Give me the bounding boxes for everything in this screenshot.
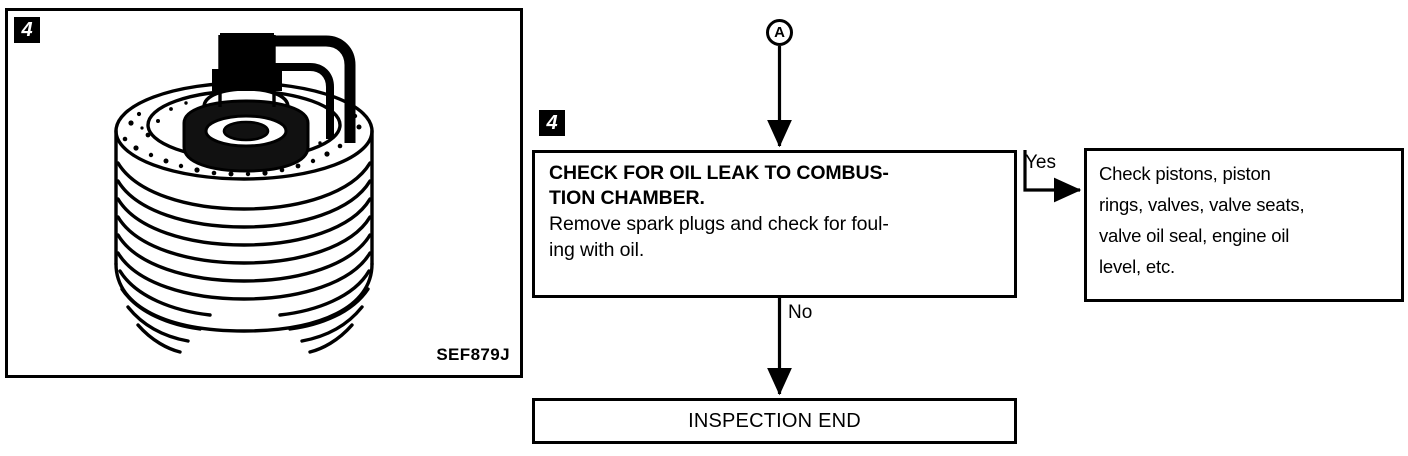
yes-result-line-2: rings, valves, valve seats, xyxy=(1099,194,1305,215)
decision-body-line-2: ing with oil. xyxy=(549,239,645,261)
branch-label-no: No xyxy=(788,302,813,323)
yes-result-line-1: Check pistons, piston xyxy=(1099,163,1271,184)
decision-heading-line-1: CHECK FOR OIL LEAK TO COMBUS- xyxy=(549,162,889,184)
flowchart: A 4 Yes No CHECK FOR OIL LEAK TO COMBUS-… xyxy=(523,0,1408,456)
thread-turns xyxy=(116,161,372,354)
inspection-end-label: INSPECTION END xyxy=(688,409,861,432)
center-electrode xyxy=(182,87,310,173)
yes-result-line-3: valve oil seal, engine oil xyxy=(1099,225,1290,246)
decision-heading-line-2: TION CHAMBER. xyxy=(549,187,705,209)
spark-plug-icon xyxy=(114,33,374,354)
flow-step-badge: 4 xyxy=(539,110,565,136)
illustration-step-badge: 4 xyxy=(14,17,40,43)
decision-body-line-1: Remove spark plugs and check for foul- xyxy=(549,213,889,235)
branch-label-yes: Yes xyxy=(1025,152,1056,173)
flow-connector-a-icon: A xyxy=(766,19,793,46)
yes-result-box: Check pistons, piston rings, valves, val… xyxy=(1084,148,1404,302)
illustration-panel: 4 xyxy=(5,8,523,378)
figure-code-label: SEF879J xyxy=(436,345,510,364)
yes-result-line-4: level, etc. xyxy=(1099,256,1175,277)
ground-electrode-strap xyxy=(260,35,356,143)
decision-box: CHECK FOR OIL LEAK TO COMBUS- TION CHAMB… xyxy=(532,150,1017,298)
inspection-end-box: INSPECTION END xyxy=(532,398,1017,444)
